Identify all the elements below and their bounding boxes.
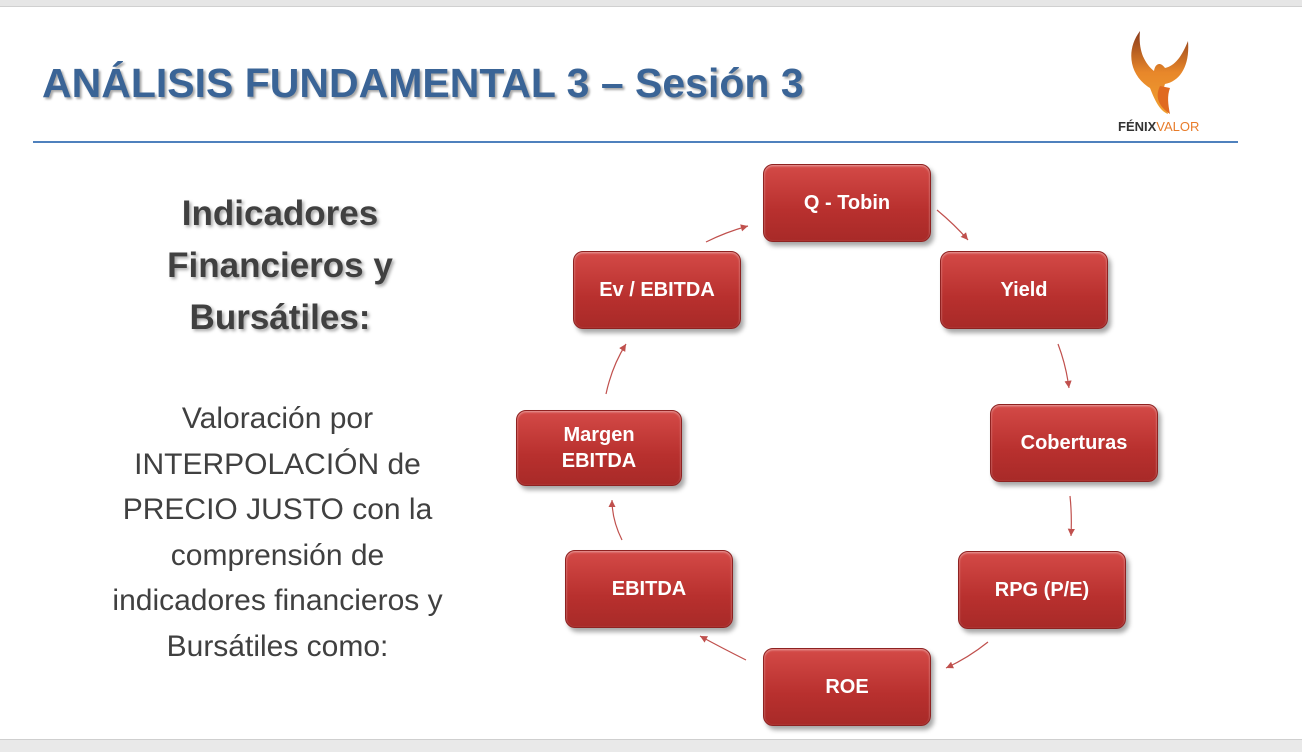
cycle-node-roe: ROE bbox=[763, 648, 931, 726]
bottom-border bbox=[0, 739, 1302, 752]
top-border bbox=[0, 0, 1302, 7]
cycle-node-yield: Yield bbox=[940, 251, 1108, 329]
arrow bbox=[605, 343, 627, 395]
phoenix-logo-icon bbox=[1131, 31, 1189, 114]
arrow bbox=[705, 224, 749, 243]
cycle-node-coberturas: Coberturas bbox=[990, 404, 1158, 482]
arrow bbox=[1067, 495, 1075, 537]
arrow bbox=[699, 635, 747, 661]
slide-title: ANÁLISIS FUNDAMENTAL 3 – Sesión 3 bbox=[42, 60, 804, 106]
cycle-node-ebitda: EBITDA bbox=[565, 550, 733, 628]
arrow bbox=[1057, 343, 1072, 389]
cycle-node-ev-ebitda: Ev / EBITDA bbox=[573, 251, 741, 329]
arrow bbox=[608, 499, 623, 541]
arrow bbox=[945, 641, 989, 669]
arrow bbox=[936, 209, 969, 241]
title-divider bbox=[33, 141, 1238, 143]
cycle-node-rpg: RPG (P/E) bbox=[958, 551, 1126, 629]
cycle-node-margen-ebitda: Margen EBITDA bbox=[516, 410, 682, 486]
cycle-node-q-tobin: Q - Tobin bbox=[763, 164, 931, 242]
logo-wordmark: FÉNIXVALOR bbox=[1118, 119, 1200, 134]
section-heading: Indicadores Financieros y Bursátiles: bbox=[167, 194, 393, 337]
body-text: Valoración por INTERPOLACIÓN de PRECIO J… bbox=[112, 402, 443, 663]
